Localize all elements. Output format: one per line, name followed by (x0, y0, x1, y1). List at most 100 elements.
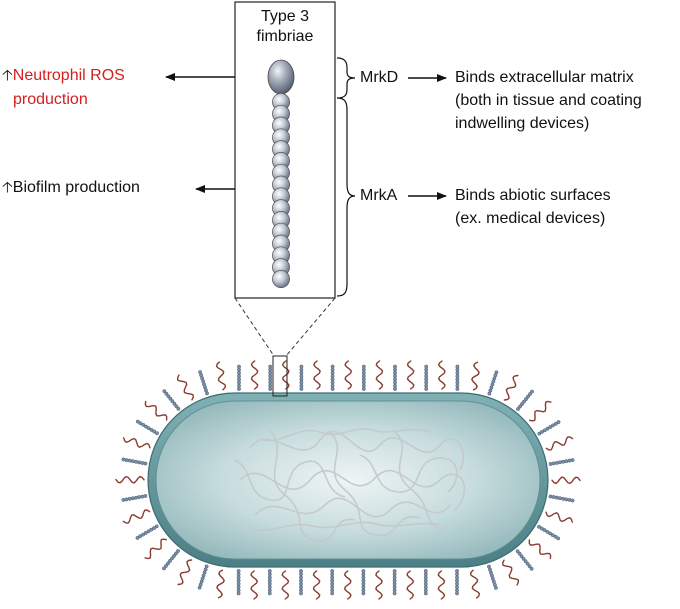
surface-fimbria-subunit (172, 554, 176, 558)
surface-fimbria-subunit (146, 529, 151, 534)
surface-fimbria-subunit (530, 389, 534, 394)
fimbria-chain (267, 59, 295, 288)
zoom-line-right (285, 297, 336, 357)
fimbriae-title: Type 3 fimbriae (235, 7, 335, 47)
surface-fimbria-subunit (455, 588, 459, 593)
surface-wavy-appendage (529, 400, 552, 422)
surface-fimbria-subunit (197, 585, 202, 590)
surface-fimbria-subunit (168, 559, 172, 563)
surface-fimbria-subunit (564, 497, 569, 502)
surface-fimbria-subunit (172, 401, 177, 406)
surface-fimbria-subunit (144, 424, 148, 429)
surface-wavy-appendage (503, 374, 519, 401)
surface-fimbria-subunit (393, 374, 397, 379)
surface-fimbria-subunit (330, 383, 335, 388)
surface-fimbria-subunit (423, 591, 428, 596)
surface-fimbria-subunit (236, 585, 241, 589)
surface-fimbria-subunit (520, 402, 524, 406)
surface-fimbria-subunit (299, 581, 303, 586)
surface-fimbria-subunit (555, 460, 559, 465)
surface-fimbria-subunit (138, 421, 143, 426)
surface-fimbria-subunit (299, 387, 304, 391)
surface-fimbria-subunit (299, 588, 303, 593)
surface-fimbria-subunit (267, 578, 272, 583)
surface-wavy-appendage (281, 360, 290, 390)
surface-fimbria-subunit (154, 524, 159, 529)
surface-fimbria-subunit (527, 564, 532, 569)
mrkd-function-line1: Binds extracellular matrix (455, 69, 634, 86)
surface-fimbria-subunit (140, 461, 145, 465)
surface-fimbria-subunit (393, 377, 397, 382)
surface-wavy-appendage (312, 570, 321, 600)
effect-ros-line2: production (13, 91, 88, 108)
surface-fimbria-subunit (237, 374, 241, 379)
surface-fimbria-subunit (330, 585, 335, 589)
surface-wavy-appendage (313, 360, 321, 390)
surface-fimbria-subunit (330, 572, 335, 577)
surface-fimbria-subunit (537, 524, 541, 529)
surface-fimbria-subunit (268, 387, 273, 391)
surface-fimbria-subunit (424, 374, 429, 379)
surface-fimbria-subunit (556, 420, 561, 424)
surface-fimbria-subunit (135, 536, 140, 540)
surface-fimbria-subunit (138, 534, 143, 539)
surface-fimbria-subunit (524, 397, 528, 401)
mrkd-function-line2: (both in tissue and coating (455, 92, 642, 109)
surface-fimbria-subunit (423, 569, 428, 573)
surface-wavy-appendage (545, 436, 574, 451)
surface-fimbria-subunit (236, 591, 241, 596)
surface-fimbria-subunit (299, 578, 303, 583)
up-arrow-icon: 🡡 (2, 67, 13, 84)
surface-fimbria-subunit (424, 377, 429, 382)
surface-fimbria-subunit (237, 364, 241, 369)
surface-fimbria-subunit (267, 588, 272, 593)
surface-fimbria-subunit (164, 391, 169, 396)
effect-ros-line1: Neutrophil ROS (12, 67, 125, 84)
surface-fimbria-subunit (423, 572, 428, 577)
surface-fimbria-subunit (556, 536, 561, 541)
surface-fimbria-subunit (494, 370, 499, 375)
surface-wavy-appendage (375, 570, 383, 600)
surface-fimbria-subunit (198, 370, 203, 374)
surface-fimbria-subunit (135, 419, 140, 424)
surface-fimbria-subunit (455, 377, 460, 382)
surface-wavy-appendage (216, 569, 226, 599)
surface-fimbria-subunit (455, 367, 460, 372)
mrkd-function-line3: indwelling devices) (455, 115, 590, 132)
surface-fimbria-subunit (393, 387, 397, 391)
surface-fimbria-subunit (330, 371, 335, 375)
surface-fimbria-subunit (455, 591, 459, 596)
surface-fimbria-subunit (361, 380, 366, 385)
surface-fimbria-subunit (268, 377, 273, 382)
surface-fimbria-subunit (558, 496, 562, 501)
surface-fimbria-subunit (392, 581, 397, 586)
surface-fimbria-subunit (267, 575, 272, 580)
surface-fimbria-subunit (561, 459, 566, 464)
surface-fimbria-subunit (330, 364, 335, 369)
surface-fimbria-subunit (299, 364, 304, 369)
surface-wavy-appendage (144, 538, 167, 560)
surface-fimbria-subunit (130, 496, 135, 501)
surface-fimbria-subunit (268, 380, 273, 385)
surface-fimbria-subunit (152, 526, 156, 530)
surface-fimbria-subunit (455, 364, 460, 369)
surface-fimbria-subunit (393, 364, 397, 369)
surface-fimbria-subunit (130, 459, 135, 464)
surface-wavy-appendage (528, 539, 552, 560)
surface-fimbria-subunit (521, 556, 526, 561)
surface-fimbria-subunit (516, 407, 520, 411)
surface-fimbria-subunit (528, 392, 532, 396)
surface-fimbria-subunit (155, 431, 159, 436)
surface-wavy-appendage (344, 360, 353, 390)
surface-fimbria-subunit (299, 591, 303, 596)
surface-fimbria-subunit (423, 575, 428, 580)
surface-fimbria-subunit (330, 377, 335, 382)
surface-fimbria-subunit (236, 569, 241, 573)
surface-fimbria-subunit (489, 385, 494, 390)
surface-fimbria-subunit (361, 387, 366, 391)
surface-fimbria-subunit (393, 367, 397, 372)
surface-fimbria-subunit (548, 494, 553, 499)
surface-fimbria-subunit (268, 364, 273, 369)
surface-fimbria-subunit (166, 561, 170, 566)
